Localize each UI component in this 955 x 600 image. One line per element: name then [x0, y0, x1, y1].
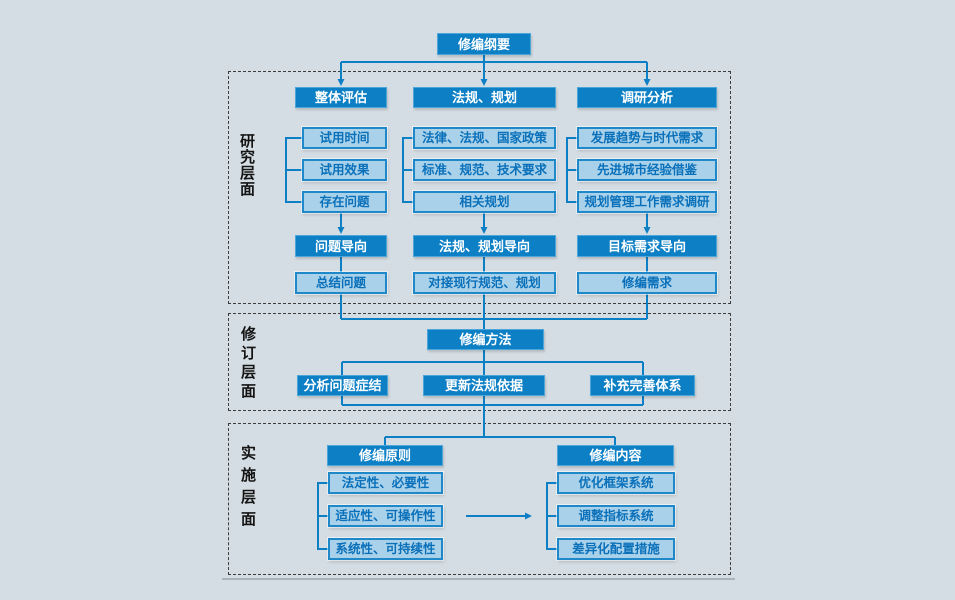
node-overall-evaluation-header: 整体评估	[295, 87, 387, 108]
node-laws-regulations-policies: 法律、法规、国家政策	[413, 127, 556, 149]
node-revision-outline: 修编纲要	[437, 33, 531, 55]
node-research-analysis-header: 调研分析	[577, 87, 717, 108]
bottom-divider-line	[222, 578, 735, 580]
node-trial-effect: 试用效果	[302, 159, 387, 181]
node-optimize-framework-system: 优化框架系统	[557, 472, 675, 494]
node-trial-time: 试用时间	[302, 127, 387, 149]
implementation-section-frame	[228, 423, 731, 575]
node-laws-plans-header: 法规、规划	[413, 87, 556, 108]
node-planning-management-survey: 规划管理工作需求调研	[577, 191, 717, 213]
revision-section-frame	[228, 313, 731, 411]
node-laws-plans-orientation: 法规、规划导向	[413, 235, 556, 257]
node-related-plans: 相关规划	[413, 191, 556, 213]
node-problem-orientation: 问题导向	[295, 235, 387, 257]
node-standards-specs-requirements: 标准、规范、技术要求	[413, 159, 556, 181]
node-revision-method: 修编方法	[427, 329, 544, 350]
node-supplement-improve-system: 补充完善体系	[590, 375, 695, 396]
node-advanced-city-experience: 先进城市经验借鉴	[577, 159, 717, 181]
section-label-implementation: 实施层面	[239, 445, 256, 533]
node-update-legal-basis: 更新法规依据	[423, 375, 545, 396]
section-label-research: 研究层面	[238, 133, 255, 197]
node-analyze-problem-crux: 分析问题症结	[297, 375, 388, 396]
node-adjust-indicator-system: 调整指标系统	[557, 505, 675, 527]
node-development-trends-needs: 发展趋势与时代需求	[577, 127, 717, 149]
node-revision-principles-header: 修编原则	[327, 445, 443, 466]
node-revision-demand: 修编需求	[577, 272, 717, 294]
node-align-current-standards: 对接现行规范、规划	[413, 272, 556, 294]
node-differentiated-allocation: 差异化配置措施	[557, 538, 675, 560]
node-goal-demand-orientation: 目标需求导向	[577, 235, 717, 257]
node-revision-contents-header: 修编内容	[557, 445, 674, 466]
section-label-revision: 修订层面	[239, 326, 256, 402]
node-adaptability-operability: 适应性、可操作性	[328, 505, 443, 527]
node-summarize-problems: 总结问题	[295, 272, 387, 294]
node-systematic-sustainable: 系统性、可持续性	[328, 538, 443, 560]
research-section-frame	[228, 71, 731, 304]
node-legality-necessity: 法定性、必要性	[328, 472, 443, 494]
node-existing-problems: 存在问题	[302, 191, 387, 213]
